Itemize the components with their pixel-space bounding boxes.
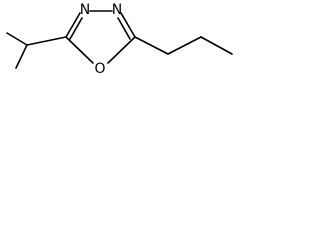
bond-c5-o1	[107, 36, 136, 64]
nitrogen-right-label: N	[112, 2, 122, 18]
bond-ch2-to-ch2	[167, 36, 202, 55]
bond-c2-n3-double	[69, 17, 83, 40]
molecule-structure-diagram: N N O	[6, 2, 233, 77]
bond-o1-c2	[65, 36, 94, 64]
oxygen-label: O	[94, 61, 105, 77]
isopropyl-group	[6, 32, 67, 69]
propyl-group	[134, 36, 233, 55]
bond-c2-n3	[65, 12, 81, 38]
bond-ch-to-methyl-bottom	[15, 44, 28, 69]
bond-ring-carbon-right-to-ch2	[134, 36, 169, 55]
bond-ch2-to-ch3	[200, 36, 233, 55]
atom-labels: N N O	[80, 2, 122, 77]
bond-methyl-top-to-ch	[6, 32, 28, 46]
bond-n4-c5-double	[117, 17, 131, 40]
bond-ch-to-ring-carbon-left	[26, 36, 67, 46]
nitrogen-left-label: N	[80, 2, 90, 18]
bond-n4-c5	[120, 12, 136, 38]
oxadiazole-ring	[65, 10, 136, 64]
